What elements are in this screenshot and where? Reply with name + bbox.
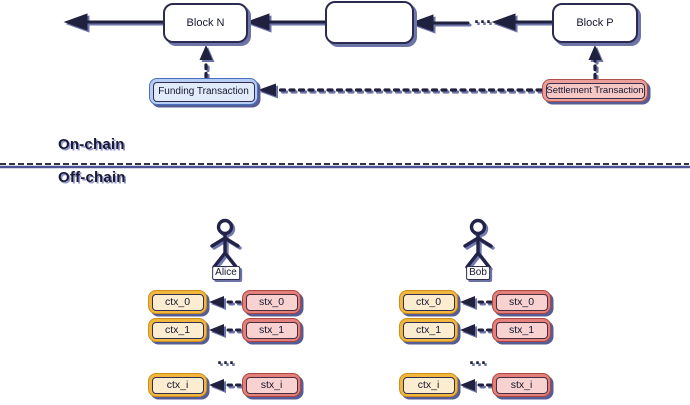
alice-ctx-0-box: ctx_0 bbox=[148, 290, 207, 314]
bob-ctx-i-box: ctx_i bbox=[399, 373, 458, 397]
bob-ctx-1-box: ctx_1 bbox=[399, 318, 458, 342]
settlement-transaction-box: Settlement Transaction bbox=[542, 79, 648, 102]
chain-arrow-mid-to-blockn bbox=[245, 13, 325, 31]
bob-stx-0-label: stx_0 bbox=[495, 293, 548, 311]
block-n: Block N bbox=[163, 3, 248, 43]
actor-bob-name: Bob bbox=[466, 266, 490, 280]
alice-stx-0-box: stx_0 bbox=[242, 290, 301, 314]
alice-ctx-1-label: ctx_1 bbox=[151, 321, 204, 339]
alice-stx-1-label: stx_1 bbox=[245, 321, 298, 339]
alice-rows-ellipsis: ... bbox=[216, 348, 236, 368]
settlement-to-blockp-arrow bbox=[588, 45, 602, 80]
settlement-to-funding-arrow bbox=[258, 83, 543, 97]
bob-stx-0-box: stx_0 bbox=[492, 290, 551, 314]
bob-stx-1-label: stx_1 bbox=[495, 321, 548, 339]
funding-to-blockn-arrow bbox=[199, 45, 213, 79]
alice-stx0-to-ctx0-arrow bbox=[209, 296, 242, 308]
bob-stx-i-box: stx_i bbox=[492, 373, 551, 397]
chain-arrow-blockp-to-dots bbox=[491, 13, 552, 31]
alice-ctx-i-label: ctx_i bbox=[151, 376, 204, 394]
alice-ctx-i-box: ctx_i bbox=[148, 373, 207, 397]
alice-stxi-to-ctxi-arrow bbox=[209, 379, 242, 391]
actor-bob-figure bbox=[463, 218, 493, 269]
actor-alice-name: Alice bbox=[212, 266, 240, 280]
block-p-label: Block P bbox=[576, 17, 614, 29]
alice-stx-0-label: stx_0 bbox=[245, 293, 298, 311]
actor-alice-figure bbox=[210, 218, 240, 269]
bob-ctx-0-box: ctx_0 bbox=[399, 290, 458, 314]
chain-ellipsis: ... bbox=[473, 7, 493, 27]
block-middle bbox=[325, 1, 414, 44]
chain-arrow-blockn-to-left bbox=[63, 13, 163, 31]
settlement-transaction-label: Settlement Transaction bbox=[545, 82, 645, 99]
funding-transaction-box: Funding Transaction bbox=[149, 78, 258, 105]
alice-stx1-to-ctx1-arrow bbox=[209, 324, 242, 336]
bob-ctx-i-label: ctx_i bbox=[402, 376, 455, 394]
block-p: Block P bbox=[552, 3, 638, 43]
funding-transaction-label: Funding Transaction bbox=[152, 81, 255, 102]
bob-ctx-1-label: ctx_1 bbox=[402, 321, 455, 339]
bob-stxi-to-ctxi-arrow bbox=[460, 379, 493, 391]
chain-arrow-dots-to-mid bbox=[409, 14, 470, 32]
bob-ctx-0-label: ctx_0 bbox=[402, 293, 455, 311]
alice-stx-1-box: stx_1 bbox=[242, 318, 301, 342]
onchain-zone-label: On-chain bbox=[58, 136, 125, 153]
offchain-zone-label: Off-chain bbox=[58, 169, 126, 186]
alice-ctx-1-box: ctx_1 bbox=[148, 318, 207, 342]
block-n-label: Block N bbox=[186, 17, 225, 29]
bob-stx-i-label: stx_i bbox=[495, 376, 548, 394]
alice-ctx-0-label: ctx_0 bbox=[151, 293, 204, 311]
bob-stx-1-box: stx_1 bbox=[492, 318, 551, 342]
onchain-offchain-divider bbox=[0, 163, 690, 169]
alice-stx-i-label: stx_i bbox=[245, 376, 298, 394]
bob-stx1-to-ctx1-arrow bbox=[460, 324, 493, 336]
bob-stx0-to-ctx0-arrow bbox=[460, 296, 493, 308]
alice-stx-i-box: stx_i bbox=[242, 373, 301, 397]
bob-rows-ellipsis: ... bbox=[468, 348, 488, 368]
